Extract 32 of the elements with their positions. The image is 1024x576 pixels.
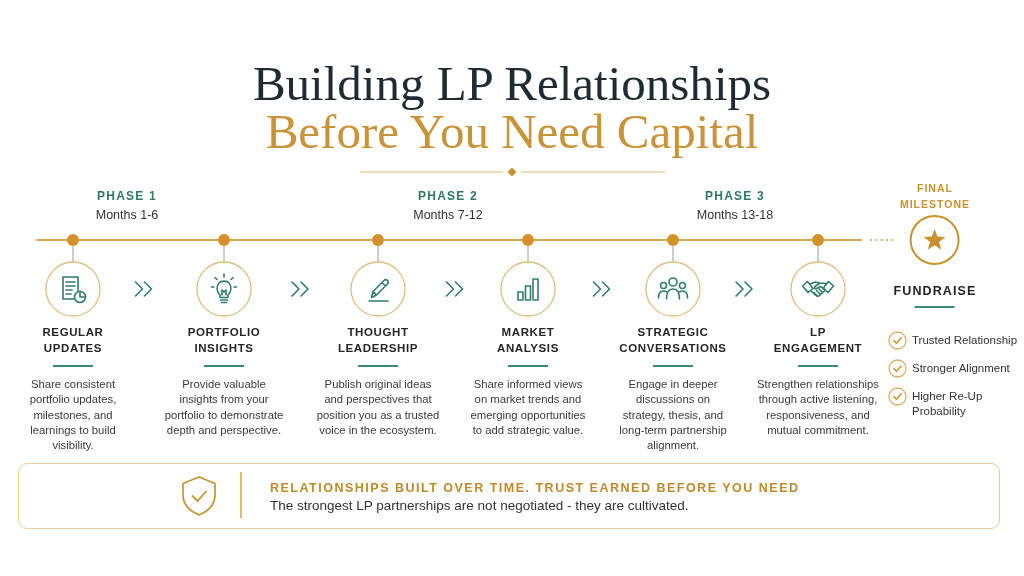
chevron-arrow <box>592 281 611 297</box>
step-title: STRATEGIC CONVERSATIONS <box>619 325 727 356</box>
milestone-label: FINAL MILESTONE <box>899 181 970 212</box>
milestone-title: FUNDRAISE <box>893 284 977 298</box>
step-title: THOUGHT LEADERSHIP <box>337 325 419 356</box>
banner-text: The strongest LP partnerships are not negotiated - they are cultivated. <box>270 498 689 513</box>
checklist-item: Stronger Alignment <box>912 360 1010 376</box>
phase-label: PHASE 3 <box>705 189 765 203</box>
chevron-arrow <box>291 281 309 297</box>
chevron-arrow <box>445 281 464 297</box>
chevron-arrow <box>735 281 753 297</box>
chevron-arrow <box>134 281 153 297</box>
phase-label: PHASE 2 <box>418 189 478 203</box>
callout-banner <box>18 463 1000 529</box>
step-title: PORTFOLIO INSIGHTS <box>187 325 261 356</box>
phase-label: PHASE 1 <box>97 189 157 203</box>
step-description: Share informed views on market trends and emerging opportunities to add strategic value. <box>469 377 587 438</box>
date-range: Months 1-6 <box>95 208 159 222</box>
step-description: Engage in deeper discussions on strategy, thesis, and long-term partnership alignment. <box>618 377 728 454</box>
step-description: Provide valuable insights from your portfolio to demonstrate depth and perspective. <box>163 377 285 438</box>
date-range: Months 13-18 <box>696 208 774 222</box>
step-description: Strengthen relationships through active listening, responsiveness, and mutual commitment. <box>756 377 880 438</box>
title: Building LP Relationships Before You Need Capital <box>252 60 772 156</box>
date-range: Months 7-12 <box>413 208 483 222</box>
checklist-item: Higher Re-Up Probability <box>912 388 984 419</box>
step-title: LP ENGAGEMENT <box>773 325 863 356</box>
checklist-item: Trusted Relationship <box>912 332 1018 348</box>
step-title: MARKET ANALYSIS <box>497 325 559 356</box>
step-description: Share consistent portfolio updates, milestones, and learnings to build visibility. <box>28 377 118 454</box>
banner-heading: RELATIONSHIPS BUILT OVER TIME. TRUST EARNED BEFORE YOU NEED <box>270 481 800 495</box>
step-title: REGULAR UPDATES <box>42 325 104 356</box>
step-description: Publish original ideas and perspectives that position you as a trusted voice in the ecosystem. <box>315 377 441 438</box>
